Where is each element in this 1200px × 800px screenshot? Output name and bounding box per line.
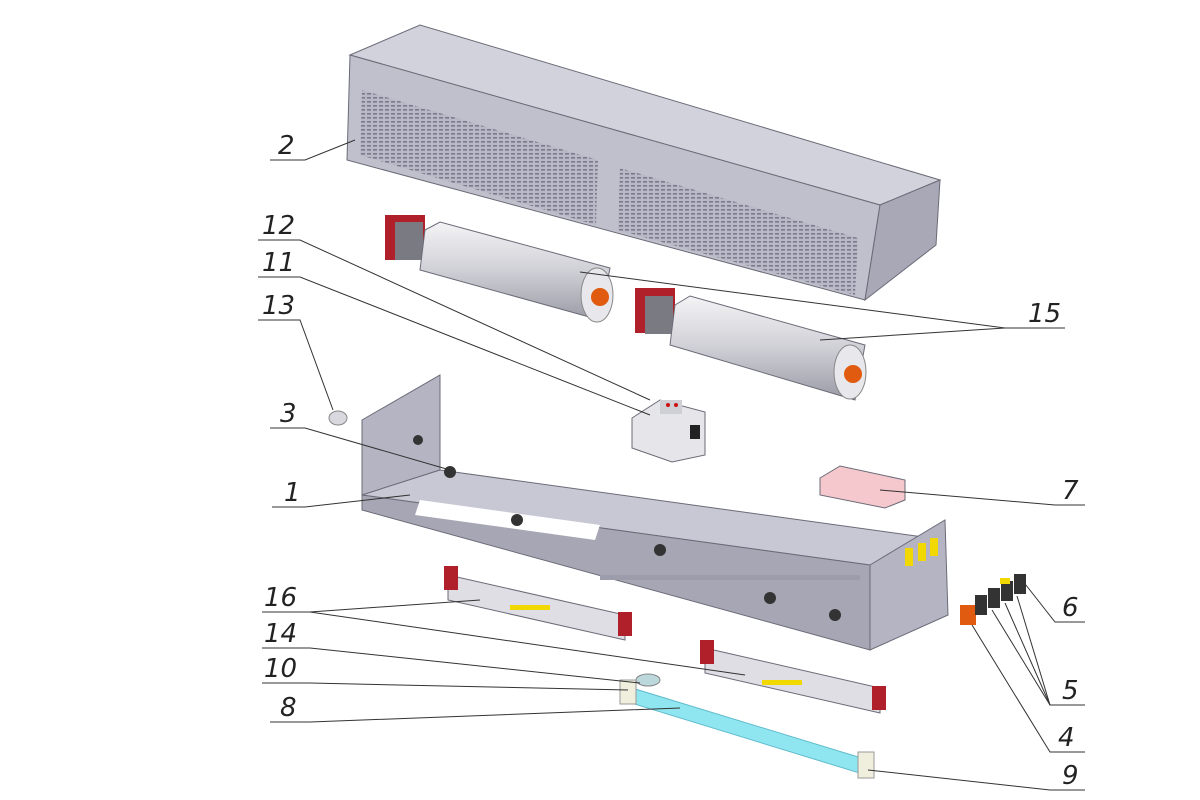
callout-9: 9 (1062, 761, 1079, 791)
callout-14: 14 (264, 619, 297, 649)
leader-7 (879, 489, 1085, 506)
callout-11: 11 (262, 248, 295, 278)
part-8-uv-lamp (619, 673, 875, 779)
part-16-reflector-left (444, 566, 632, 641)
part-1-chassis (361, 374, 949, 651)
leader-5c (1016, 595, 1051, 706)
leader-8 (270, 707, 681, 723)
callout-4: 4 (1058, 723, 1075, 753)
leader-5b (1004, 602, 1051, 706)
part-4-5-6-switches (960, 574, 1026, 625)
part-15-fan-left (385, 215, 614, 323)
callout-1: 1 (284, 478, 301, 508)
callout-12: 12 (262, 211, 295, 241)
part-7-ballast (819, 465, 906, 509)
leader-1 (272, 494, 411, 508)
part-15-fan-right (635, 288, 867, 401)
callout-3: 3 (280, 399, 297, 429)
leader-11 (258, 276, 651, 416)
leader-10 (262, 682, 629, 691)
part-16-reflector-right (700, 640, 886, 714)
leader-14 (262, 647, 641, 684)
leader-6 (1021, 579, 1085, 623)
callout-15: 15 (1028, 299, 1061, 329)
callout-labels: 2 12 11 13 3 1 16 14 10 8 15 7 6 5 4 9 (262, 131, 1079, 791)
part-13-grommet (328, 410, 348, 426)
leader-16b (309, 611, 746, 676)
callout-5: 5 (1062, 676, 1079, 706)
part-11-12-relay (631, 399, 706, 463)
callout-13: 13 (262, 291, 295, 321)
leader-2 (270, 139, 356, 161)
callout-8: 8 (280, 693, 297, 723)
leader-4 (971, 624, 1085, 753)
leader-3 (270, 427, 451, 471)
callout-7: 7 (1062, 476, 1079, 506)
leader-13 (258, 319, 334, 411)
callout-16: 16 (264, 583, 297, 613)
callout-10: 10 (264, 654, 297, 684)
callout-2: 2 (278, 131, 295, 161)
part-2-cover (346, 24, 942, 302)
leader-lines (258, 139, 1085, 791)
leader-9 (867, 769, 1085, 791)
leader-12 (258, 239, 651, 401)
callout-6: 6 (1062, 593, 1079, 623)
leader-15b (819, 327, 1006, 341)
